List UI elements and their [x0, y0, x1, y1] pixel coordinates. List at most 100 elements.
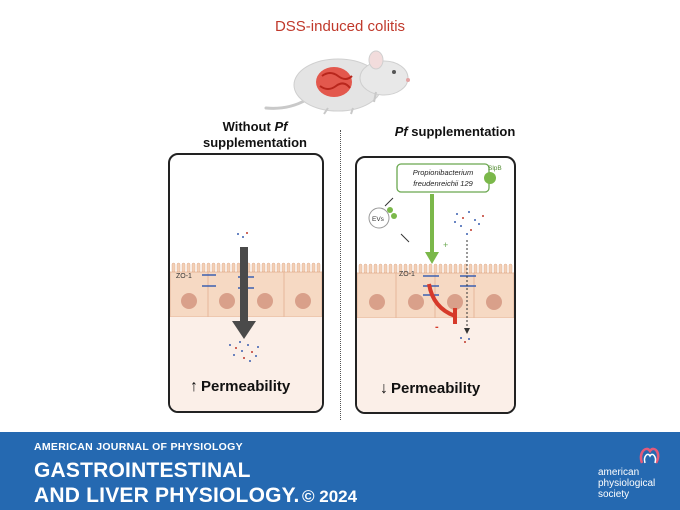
microvillus: [301, 262, 306, 273]
microvillus: [276, 262, 281, 273]
left-leaked-molecules: [229, 341, 259, 362]
microvillus: [363, 263, 368, 274]
microvillus: [458, 263, 463, 274]
microvillus: [428, 263, 433, 274]
society-line3: society: [598, 489, 630, 500]
slpb-protein: [484, 172, 496, 184]
green-arrow-head: [425, 252, 439, 264]
journal-title-line2: AND LIVER PHYSIOLOGY.: [34, 484, 300, 507]
microvillus: [296, 262, 301, 273]
right-epithelium-diagram: ZO-1 Propionibacterium freudenreichii 12…: [357, 163, 514, 412]
permeability-arrow-head: [232, 321, 256, 339]
microvillus: [368, 263, 373, 274]
microvillus: [448, 263, 453, 274]
right-heading: Pf supplementation: [345, 124, 565, 140]
microvillus: [383, 263, 388, 274]
microvillus: [443, 263, 448, 274]
nucleus: [486, 294, 502, 310]
left-permeability-label: Permeability: [201, 378, 291, 395]
society-line1: american: [598, 467, 640, 478]
nucleus: [295, 293, 311, 309]
microvillus: [483, 263, 488, 274]
right-lamina: [357, 318, 514, 412]
zo1-label-left: ZO-1: [176, 273, 192, 280]
microvillus: [181, 262, 186, 273]
microvillus: [453, 263, 458, 274]
left-villi-row: [171, 262, 321, 273]
right-villi-row: [358, 263, 513, 274]
nucleus: [447, 294, 463, 310]
microvillus: [393, 263, 398, 274]
nucleus: [181, 293, 197, 309]
microvillus: [493, 263, 498, 274]
red-inhibition-curve: [427, 283, 456, 318]
evs-label: EVs: [372, 216, 385, 223]
journal-title-line1: GASTROINTESTINAL: [34, 459, 251, 482]
bacterium-name-1: Propionibacterium: [413, 168, 473, 177]
microvillus: [311, 262, 316, 273]
left-panel: ZO-1: [168, 153, 324, 413]
microvillus: [261, 262, 266, 273]
journal-series: AMERICAN JOURNAL OF PHYSIOLOGY: [34, 441, 243, 453]
microvillus: [488, 263, 493, 274]
microvillus: [358, 263, 363, 274]
microvillus: [171, 262, 176, 273]
bacterium-name-2: freudenreichii 129: [413, 179, 473, 188]
microvillus: [403, 263, 408, 274]
microvillus: [231, 262, 236, 273]
microvillus: [176, 262, 181, 273]
left-heading-italic: Pf: [274, 119, 288, 134]
right-panel: ZO-1 Propionibacterium freudenreichii 12…: [355, 156, 516, 414]
nucleus: [408, 294, 424, 310]
microvillus: [186, 262, 191, 273]
nucleus: [369, 294, 385, 310]
right-permeability-label: Permeability: [391, 380, 481, 397]
microvillus: [408, 263, 413, 274]
microvillus: [398, 263, 403, 274]
left-permeability: ↑Permeability: [190, 378, 290, 396]
microvillus: [221, 262, 226, 273]
microvillus: [211, 262, 216, 273]
minus-label: -: [435, 321, 439, 333]
microvillus: [256, 262, 261, 273]
microvillus: [201, 262, 206, 273]
right-leaked-molecules: [460, 337, 470, 343]
microvillus: [281, 262, 286, 273]
microvillus: [438, 263, 443, 274]
microvillus: [236, 262, 241, 273]
left-heading-prefix: Without: [222, 119, 275, 134]
right-luminal-molecules: [454, 211, 484, 235]
evs-vesicle: [368, 207, 390, 229]
dotted-divider: [340, 130, 341, 420]
aps-logo-icon: [639, 447, 660, 464]
microvillus: [498, 263, 503, 274]
microvillus: [433, 263, 438, 274]
nucleus: [257, 293, 273, 309]
microvillus: [216, 262, 221, 273]
microvillus: [508, 263, 513, 274]
microvillus: [306, 262, 311, 273]
inflamed-colon: [316, 67, 352, 97]
copyright: © 2024: [302, 487, 358, 506]
microvillus: [468, 263, 473, 274]
left-heading-line2: supplementation: [202, 135, 307, 150]
left-epithelium-diagram: ZO-1: [170, 232, 322, 411]
microvillus: [251, 262, 256, 273]
microvillus: [378, 263, 383, 274]
up-arrow-icon: ↑: [190, 378, 198, 395]
microvillus: [478, 263, 483, 274]
microvillus: [291, 262, 296, 273]
microvillus: [316, 262, 321, 273]
right-permeability: ↓Permeability: [380, 380, 480, 398]
microvillus: [413, 263, 418, 274]
microvillus: [271, 262, 276, 273]
microvillus: [286, 262, 291, 273]
mouse-illustration: [264, 50, 410, 115]
microvillus: [373, 263, 378, 274]
left-heading: Without Pf supplementation: [170, 119, 340, 151]
microvillus: [266, 262, 271, 273]
microvillus: [503, 263, 508, 274]
society-line2: physiological: [598, 478, 656, 489]
microvillus: [423, 263, 428, 274]
right-heading-suffix: supplementation: [407, 124, 516, 139]
